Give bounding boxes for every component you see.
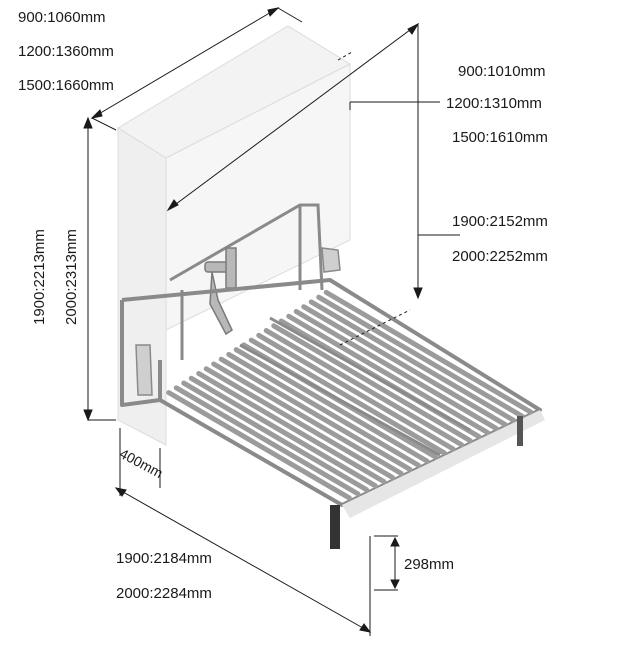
dashed-guides [337, 51, 411, 346]
bed-leg [330, 416, 523, 549]
slat [271, 323, 473, 444]
bed-head-frame [169, 203, 324, 360]
leg-height-dim: 298mm [404, 556, 455, 573]
slat [188, 375, 378, 489]
slat [286, 313, 490, 435]
slat [226, 351, 421, 468]
width-dim-2: 1500:1660mm [18, 77, 114, 94]
open-length-dim-1: 2000:2284mm [116, 585, 212, 602]
slat [233, 347, 430, 464]
inner-width-dim-2: 1500:1610mm [452, 129, 548, 146]
slat [218, 356, 413, 472]
width-dim-0: 900:1060mm [18, 9, 106, 26]
dimension-lines [83, 7, 460, 636]
slat [293, 308, 499, 431]
cabinet-height-dim-0: 1900:2213mm [31, 229, 48, 325]
width-dim-1: 1200:1360mm [18, 43, 114, 60]
slat [203, 366, 395, 480]
slat [308, 299, 516, 423]
slat [211, 361, 404, 476]
slat [323, 289, 534, 415]
slat [316, 294, 525, 419]
bed-shadow [342, 410, 545, 518]
inner-height-dim-1: 2000:2252mm [452, 248, 548, 265]
slat [256, 332, 456, 452]
inner-width-dim-0: 900:1010mm [458, 63, 546, 80]
open-length-dim-0: 1900:2184mm [116, 550, 212, 567]
slat [173, 385, 361, 497]
slat [248, 337, 447, 456]
inner-height-dim-0: 1900:2152mm [452, 213, 548, 230]
bed-slats [166, 289, 534, 501]
cabinet-height-dim-1: 2000:2313mm [63, 229, 80, 325]
side-bracket [135, 247, 341, 396]
center-rails [239, 316, 471, 457]
slat [166, 390, 352, 501]
slat [181, 380, 370, 493]
slat [263, 328, 465, 448]
slat [196, 371, 387, 485]
inner-width-dim-1: 1200:1310mm [446, 95, 542, 112]
cabinet-front [117, 127, 167, 446]
lift-mechanism [204, 247, 237, 336]
slat [301, 304, 508, 427]
